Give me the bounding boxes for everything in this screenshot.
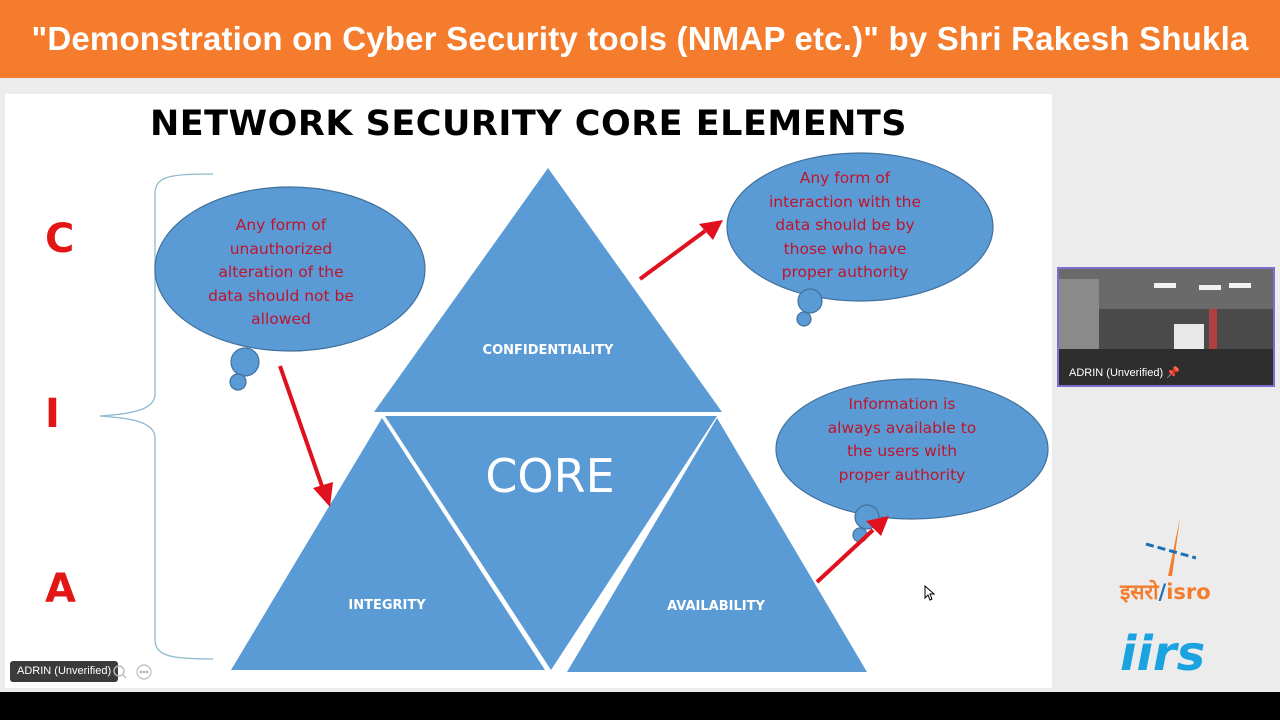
self-view-controls <box>113 664 152 680</box>
search-icon <box>113 665 127 679</box>
integrity-triangle <box>231 418 545 670</box>
availability-cloud-text: Information is always available to the u… <box>827 395 977 484</box>
presentation-stage: NETWORK SECURITY CORE ELEMENTS C I A Any… <box>0 78 1280 692</box>
confidentiality-label: CONFIDENTIALITY <box>482 343 614 358</box>
cia-letter-i: I <box>45 391 60 437</box>
mouse-cursor-icon <box>924 585 936 601</box>
participant-name: ADRIN (Unverified) 📌 <box>1069 367 1180 379</box>
shared-slide: NETWORK SECURITY CORE ELEMENTS C I A Any… <box>5 94 1052 688</box>
availability-label: AVAILABILITY <box>667 599 765 614</box>
self-view-name-tag: ADRIN (Unverified) <box>10 661 119 682</box>
pin-icon[interactable]: 📌 <box>1166 367 1180 379</box>
integrity-cloud-text: Any form of unauthorized alteration of t… <box>208 216 354 328</box>
isro-rocket-logo <box>1145 518 1197 576</box>
cia-brace <box>99 173 214 660</box>
confidentiality-triangle <box>374 168 722 412</box>
integrity-cloud <box>154 186 426 391</box>
cia-letter-a: A <box>45 566 76 612</box>
confidentiality-cloud <box>726 152 994 327</box>
core-label: CORE <box>485 449 615 503</box>
room-video-feed <box>1059 269 1273 385</box>
participant-video-tile[interactable]: ADRIN (Unverified) 📌 <box>1057 267 1275 387</box>
red-arrows <box>278 220 889 584</box>
cia-letter-c: C <box>45 216 75 262</box>
confidentiality-cloud-text: Any form of interaction with the data sh… <box>768 169 921 281</box>
availability-triangle <box>567 418 867 672</box>
core-triangle <box>385 416 717 670</box>
slide-diagram <box>99 152 1049 672</box>
iirs-logo: iirs <box>1120 626 1206 682</box>
isro-wordmark: इसरो/isro <box>1120 580 1211 604</box>
more-options-icon <box>136 664 152 680</box>
integrity-label: INTEGRITY <box>348 598 426 613</box>
session-title-banner: "Demonstration on Cyber Security tools (… <box>0 0 1280 78</box>
video-player-bottom-bar <box>0 692 1280 720</box>
slide-title: NETWORK SECURITY CORE ELEMENTS <box>149 104 907 144</box>
